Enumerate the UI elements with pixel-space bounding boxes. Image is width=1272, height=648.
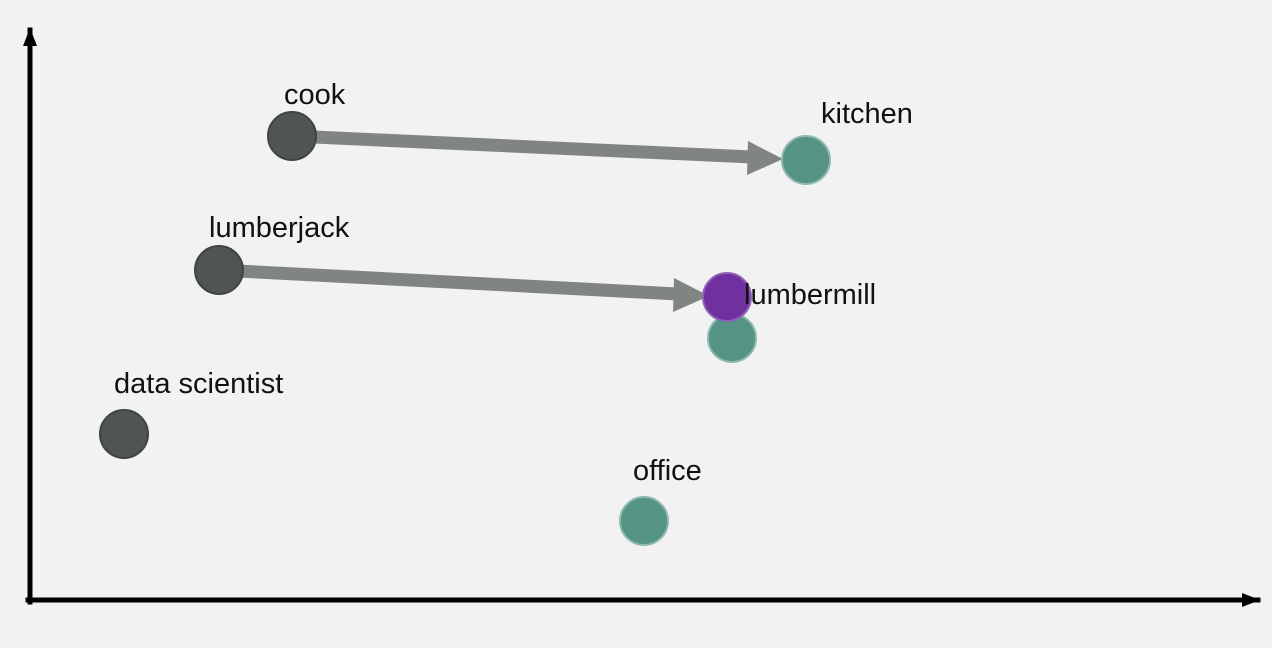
point-data-scientist xyxy=(99,409,149,459)
arrowhead-lumberjack-analogy-point xyxy=(673,278,709,312)
label-lumbermill: lumbermill xyxy=(744,279,876,311)
axes xyxy=(23,27,1261,607)
label-lumberjack: lumberjack xyxy=(209,212,350,244)
point-kitchen xyxy=(781,135,831,185)
arrow-cook-to-kitchen xyxy=(291,129,783,175)
point-lumberjack xyxy=(194,245,244,295)
label-data-scientist: data scientist xyxy=(114,368,283,400)
arrow-lumberjack-to-analogy-point xyxy=(218,263,709,312)
occupation-points: cook lumberjack data scientist xyxy=(99,79,350,459)
point-analogy-result xyxy=(702,272,752,322)
label-kitchen: kitchen xyxy=(821,98,913,130)
arrowhead-cook-kitchen xyxy=(747,141,783,175)
point-office xyxy=(619,496,669,546)
place-points: kitchen lumbermill office xyxy=(619,98,913,546)
analogy-arrows xyxy=(218,129,783,312)
label-office: office xyxy=(633,455,702,487)
arrow-shaft-lumberjack-analogy-point xyxy=(218,263,679,301)
label-cook: cook xyxy=(284,79,346,111)
arrow-shaft-cook-kitchen xyxy=(291,129,753,164)
point-cook xyxy=(267,111,317,161)
